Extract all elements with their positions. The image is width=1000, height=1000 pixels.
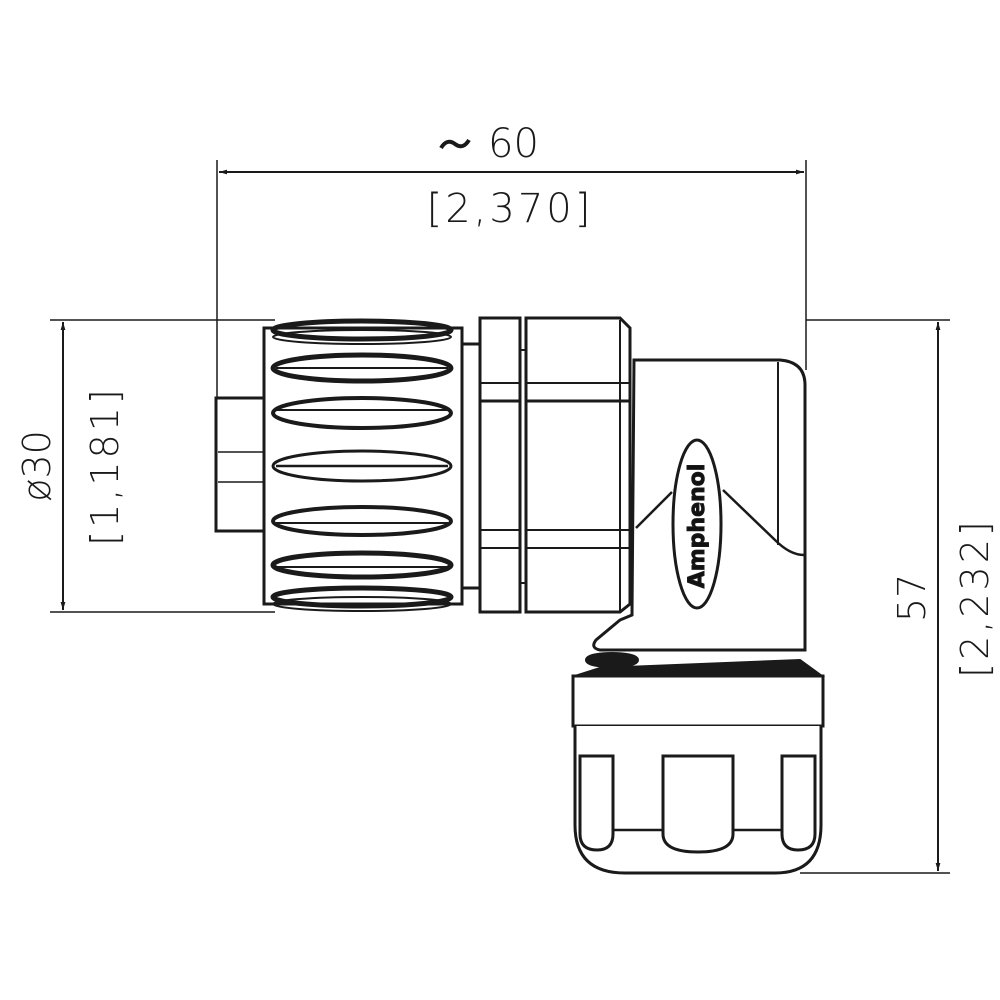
diameter-value-inch: [1,181] bbox=[83, 386, 127, 545]
approx-symbol-icon bbox=[439, 138, 471, 150]
diameter-dimension: ø30 [1,181] bbox=[15, 319, 275, 613]
brand-logo: Amphenol bbox=[685, 464, 710, 589]
coupling-nut bbox=[262, 318, 464, 612]
height-value-inch: [2,232] bbox=[953, 518, 997, 677]
angled-housing: Amphenol bbox=[574, 358, 826, 677]
height-value-mm: 57 bbox=[890, 574, 934, 622]
hex-body bbox=[524, 316, 632, 614]
width-dimension: 60 [2,370] bbox=[216, 121, 807, 400]
front-stub bbox=[214, 396, 266, 533]
flange-ring bbox=[478, 316, 526, 614]
connector-body: Amphenol bbox=[214, 316, 826, 875]
height-dimension: 57 [2,232] bbox=[800, 319, 997, 874]
width-value-inch: [2,370] bbox=[427, 186, 594, 232]
diameter-value-mm: ø30 bbox=[15, 430, 59, 502]
width-value-mm: 60 bbox=[488, 121, 539, 167]
cable-gland bbox=[571, 674, 825, 875]
logo-oval bbox=[671, 438, 723, 610]
